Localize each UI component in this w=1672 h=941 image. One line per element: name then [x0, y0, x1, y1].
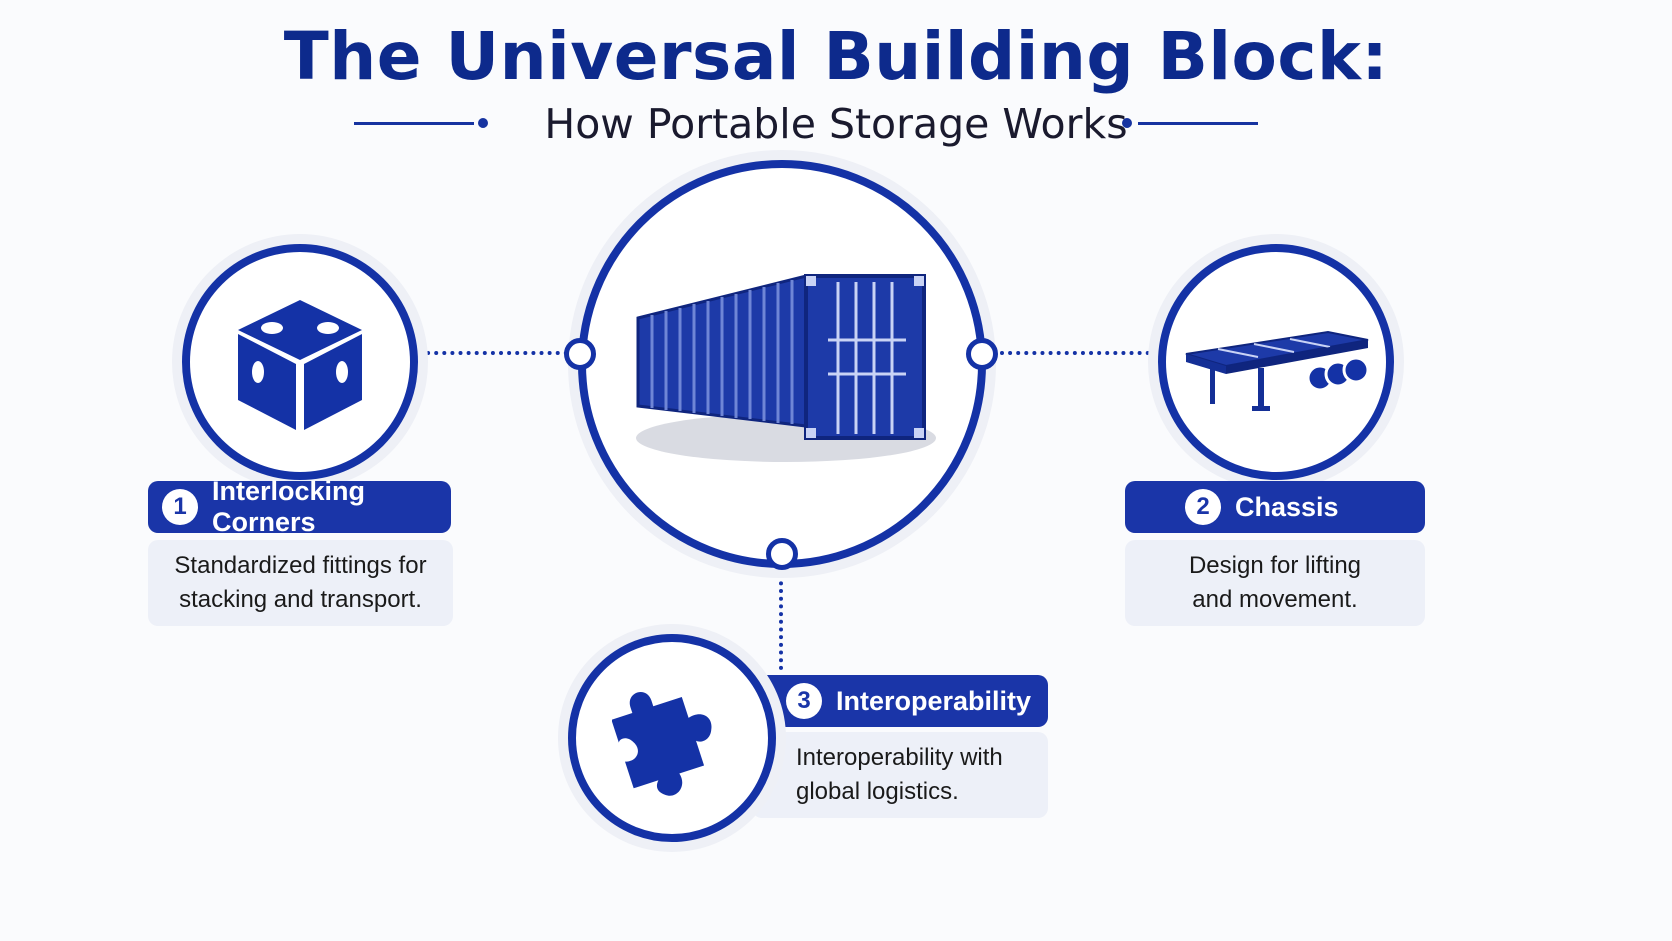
center-node-bottom [766, 538, 798, 570]
feature-circle-corners [182, 244, 418, 480]
feature-desc-line1: Design for lifting [1188, 552, 1362, 579]
feature-desc-line2: global logistics. [796, 778, 959, 805]
corner-fitting-icon [238, 300, 362, 430]
shipping-container-icon [636, 274, 936, 462]
subtitle-rule-right-dot [1122, 118, 1132, 128]
feature-desc-corners: Standardized fittings for stacking and t… [148, 540, 453, 626]
feature-title: Interlocking Corners [212, 476, 366, 537]
feature-desc-line1: Interoperability with [796, 744, 1003, 771]
feature-number: 2 [1185, 489, 1221, 525]
feature-number: 1 [162, 489, 198, 525]
feature-desc-line2: stacking and transport. [179, 586, 422, 613]
feature-desc-line2: and movement. [1192, 586, 1358, 613]
chassis-trailer-icon [1185, 330, 1370, 411]
center-node-left [564, 338, 596, 370]
connector-bottom [779, 566, 783, 670]
feature-title: Chassis [1235, 491, 1339, 522]
center-node-right [966, 338, 998, 370]
puzzle-piece-icon [612, 691, 712, 796]
feature-circle-chassis [1158, 244, 1394, 480]
connector-left [418, 351, 568, 355]
feature-label-corners: 1 Interlocking Corners [148, 476, 451, 537]
feature-number: 3 [786, 683, 822, 719]
feature-desc-chassis: Design for lifting and movement. [1125, 540, 1425, 626]
feature-title: Interoperability [836, 685, 1032, 716]
feature-label-interop: 3 Interoperability [752, 675, 1048, 727]
subtitle-rule-left [354, 122, 474, 125]
feature-label-chassis: 2 Chassis [1125, 481, 1425, 533]
subtitle-rule-right [1138, 122, 1258, 125]
feature-desc-interop: Interoperability with global logistics. [752, 732, 1048, 818]
center-circle [578, 160, 986, 568]
connector-right [1000, 351, 1158, 355]
page-subtitle: How Portable Storage Works [544, 100, 1128, 148]
feature-desc-line1: Standardized fittings for [174, 552, 427, 579]
page-title: The Universal Building Block: [283, 18, 1389, 95]
feature-circle-interop [568, 634, 776, 842]
subtitle-rule-left-dot [478, 118, 488, 128]
